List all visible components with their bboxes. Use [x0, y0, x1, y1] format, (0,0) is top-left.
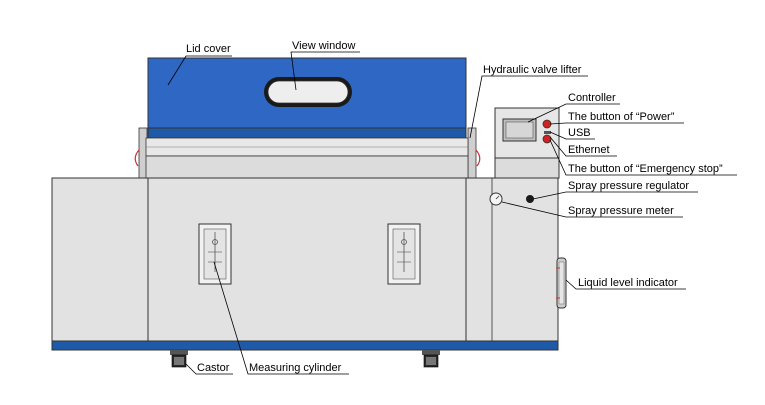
label-ethernet: Ethernet — [568, 144, 610, 156]
lid-hinge-area — [145, 137, 469, 179]
label-power-button: The button of “Power” — [568, 111, 675, 123]
castor-left — [170, 350, 188, 368]
label-spray-pressure-meter: Spray pressure meter — [568, 205, 674, 217]
liquid-level-indicator — [556, 257, 567, 309]
main-body — [51, 177, 559, 342]
left-hydraulic-lifter — [134, 127, 148, 181]
right-hydraulic-lifter — [467, 127, 481, 181]
label-lid-cover: Lid cover — [186, 43, 231, 55]
measuring-cylinder-right — [387, 223, 421, 285]
label-measuring-cylinder: Measuring cylinder — [249, 362, 342, 374]
leader-lines — [167, 51, 737, 375]
label-controller: Controller — [568, 92, 616, 104]
label-hydraulic-valve-lifter: Hydraulic valve lifter — [483, 64, 582, 76]
view-window — [264, 77, 352, 107]
base-strip — [51, 340, 559, 351]
label-castor: Castor — [197, 362, 230, 374]
label-usb: USB — [568, 127, 591, 139]
spray-pressure-regulator — [526, 195, 534, 203]
label-view-window: View window — [292, 40, 355, 52]
label-emergency-stop: The button of “Emergency stop” — [568, 163, 723, 175]
label-spray-pressure-regulator: Spray pressure regulator — [568, 180, 689, 192]
measuring-cylinder-left — [198, 223, 232, 285]
emergency-stop-button-icon — [542, 134, 552, 144]
usb-port-icon — [544, 131, 551, 134]
castor-right — [422, 350, 440, 368]
spray-pressure-meter — [489, 192, 503, 206]
power-button-icon — [542, 119, 552, 129]
controller-box — [494, 107, 560, 179]
label-liquid-level-indicator: Liquid level indicator — [578, 277, 678, 289]
